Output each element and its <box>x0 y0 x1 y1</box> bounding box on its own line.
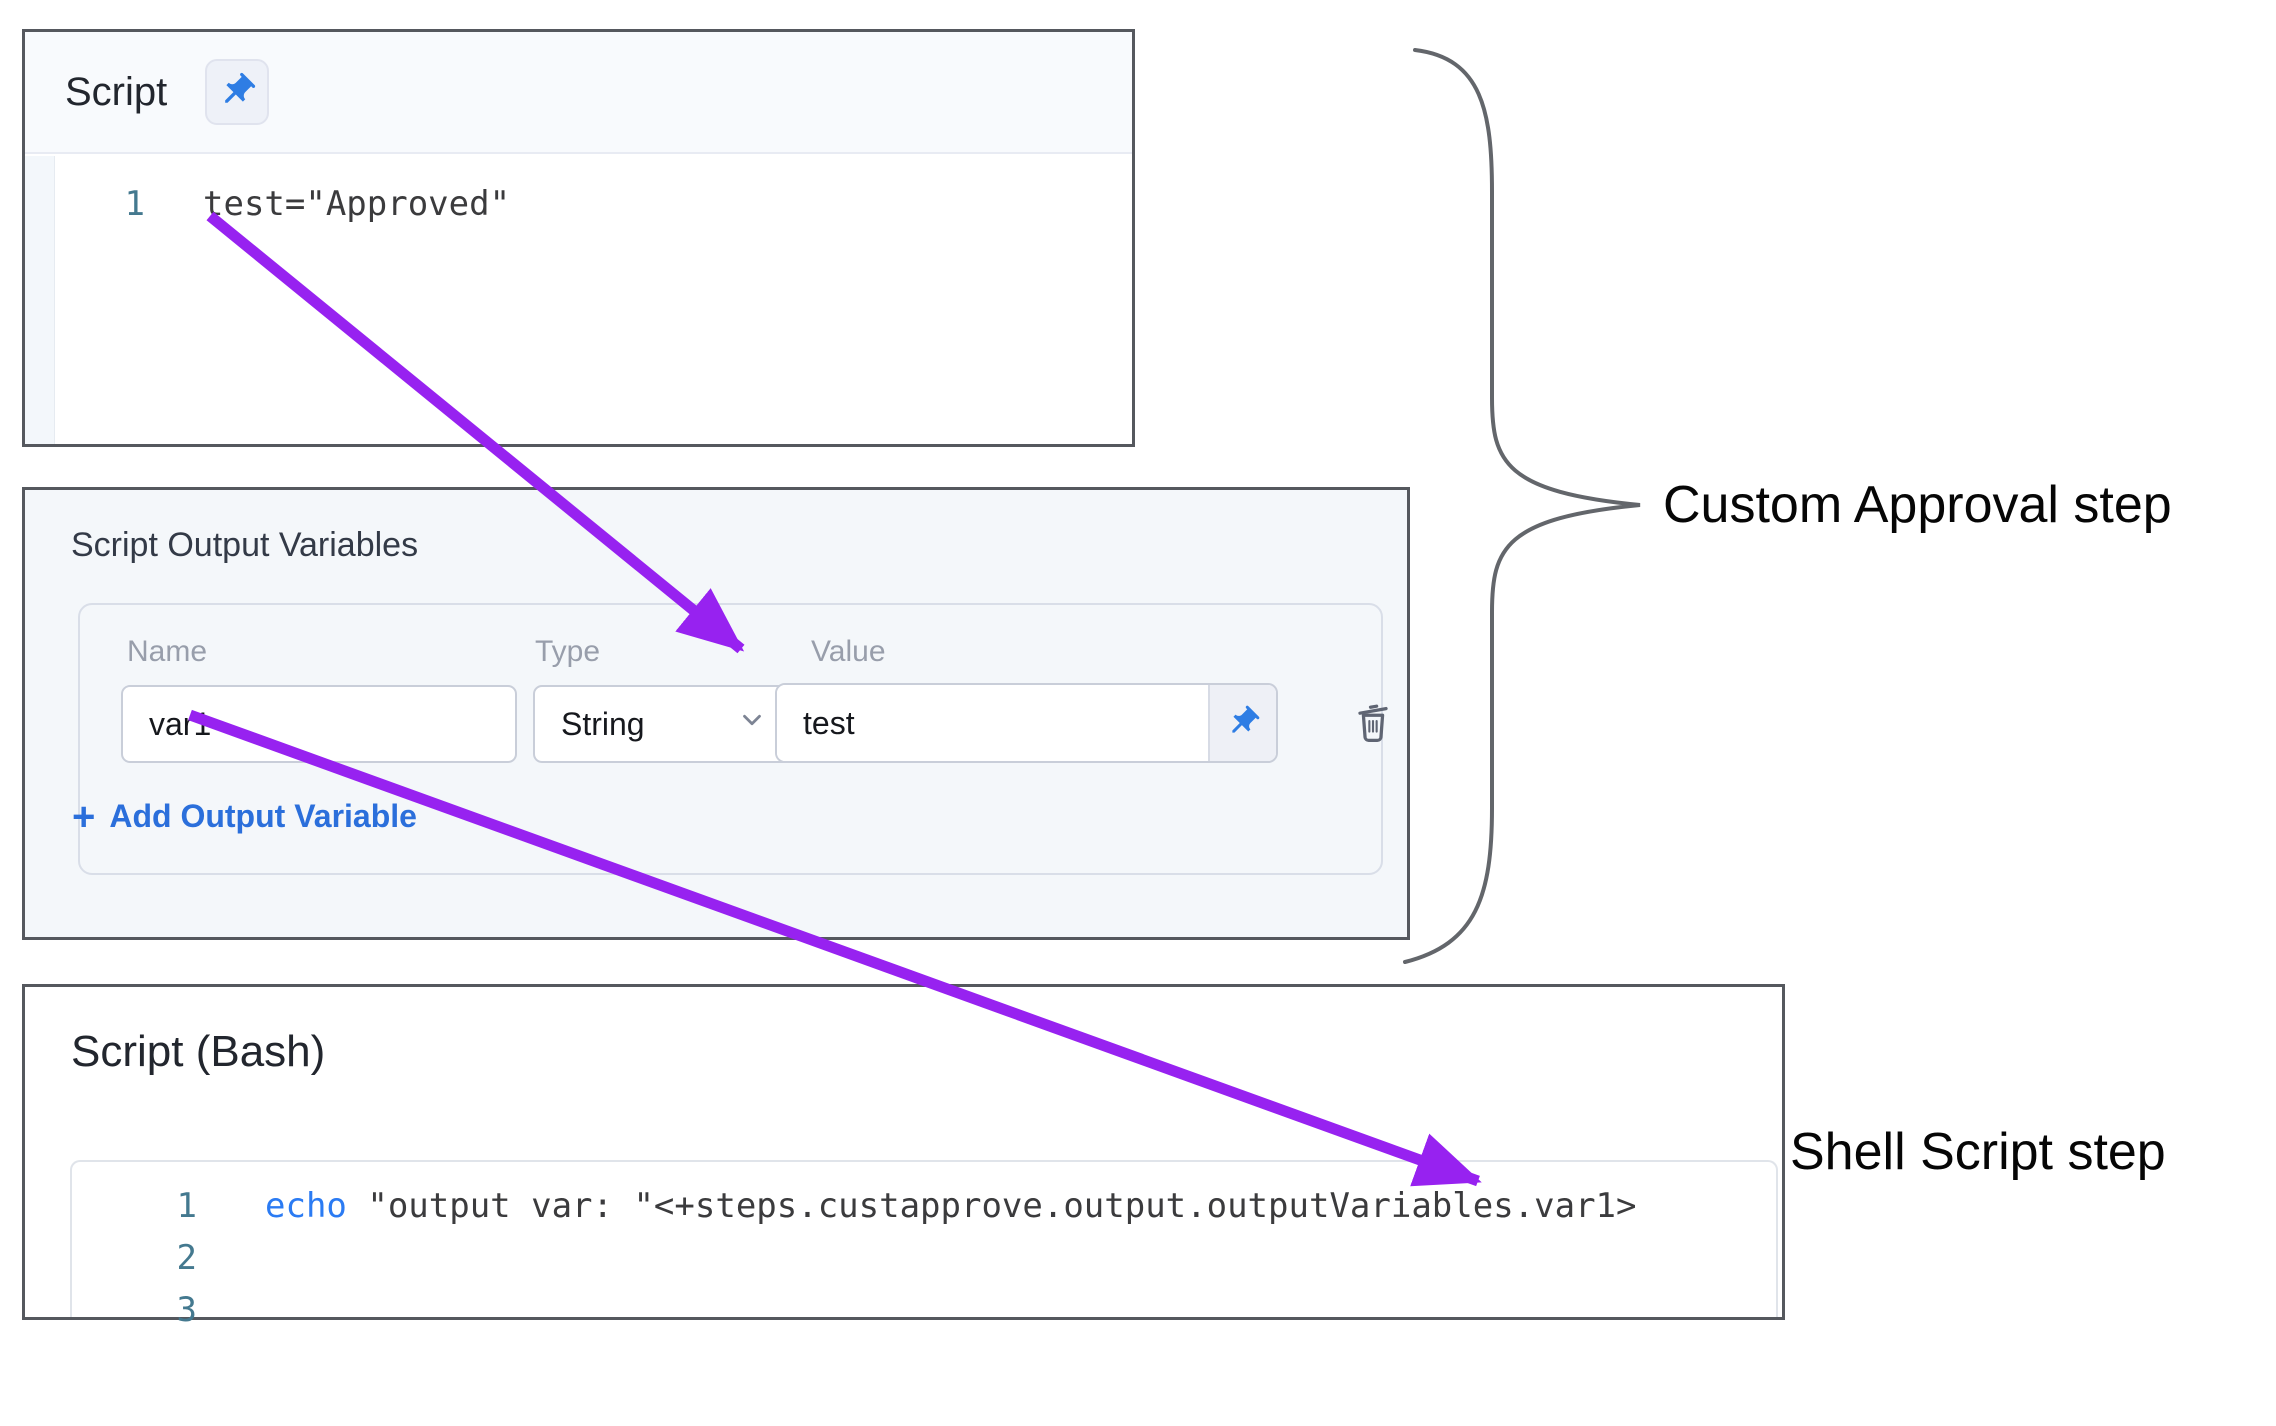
line-number: 1 <box>124 184 145 224</box>
keyword-token: echo <box>265 1186 347 1226</box>
value-pin-button[interactable] <box>1208 685 1276 761</box>
editor-gutter <box>25 156 55 444</box>
delete-variable-button[interactable] <box>1347 695 1399 751</box>
pushpin-icon <box>217 71 257 114</box>
code-line: 2 <box>72 1232 1776 1284</box>
code-line: 1 echo "output var: "<+steps.custapprove… <box>72 1180 1776 1232</box>
custom-approval-step-label: Custom Approval step <box>1663 476 2172 534</box>
curly-brace <box>1403 48 1641 964</box>
trash-icon <box>1350 697 1396 750</box>
line-number: 2 <box>176 1238 197 1278</box>
column-label-type: Type <box>535 635 601 668</box>
variable-type-select[interactable]: String <box>533 685 795 763</box>
column-label-value: Value <box>811 635 886 668</box>
script-output-variables-panel: Script Output Variables Name Type Value … <box>22 487 1410 940</box>
pushpin-icon <box>1225 704 1261 743</box>
bash-panel-title: Script (Bash) <box>71 1027 326 1076</box>
add-output-variable-label: Add Output Variable <box>109 798 417 834</box>
code-token: "output var: "<+steps.custapprove.output… <box>346 1186 1637 1226</box>
column-label-name: Name <box>127 635 208 668</box>
line-number: 1 <box>176 1186 197 1226</box>
add-output-variable-button[interactable]: + Add Output Variable <box>72 794 417 839</box>
line-number: 3 <box>176 1290 197 1330</box>
script-code-editor[interactable]: 1 test="Approved" <box>25 156 1132 444</box>
chevron-down-icon <box>737 705 767 743</box>
variable-value-input[interactable] <box>777 685 1208 761</box>
variable-value-group <box>775 683 1278 763</box>
shell-script-step-label: Shell Script step <box>1790 1123 2166 1181</box>
code-line: 3 <box>72 1284 1776 1336</box>
pin-button[interactable] <box>205 59 270 125</box>
variable-type-value: String <box>561 705 645 742</box>
output-variables-title: Script Output Variables <box>71 526 419 564</box>
plus-icon: + <box>72 794 96 839</box>
shell-script-step-panel: Script (Bash) 1 echo "output var: "<+ste… <box>22 984 1785 1330</box>
code-line-text: test="Approved" <box>203 184 511 224</box>
script-panel-title: Script <box>65 69 168 114</box>
variable-name-input[interactable] <box>121 685 517 763</box>
script-panel-header: Script <box>25 32 1132 154</box>
bash-code-editor[interactable]: 1 echo "output var: "<+steps.custapprove… <box>70 1160 1778 1330</box>
script-step-panel: Script 1 test="Approved" <box>22 29 1135 447</box>
